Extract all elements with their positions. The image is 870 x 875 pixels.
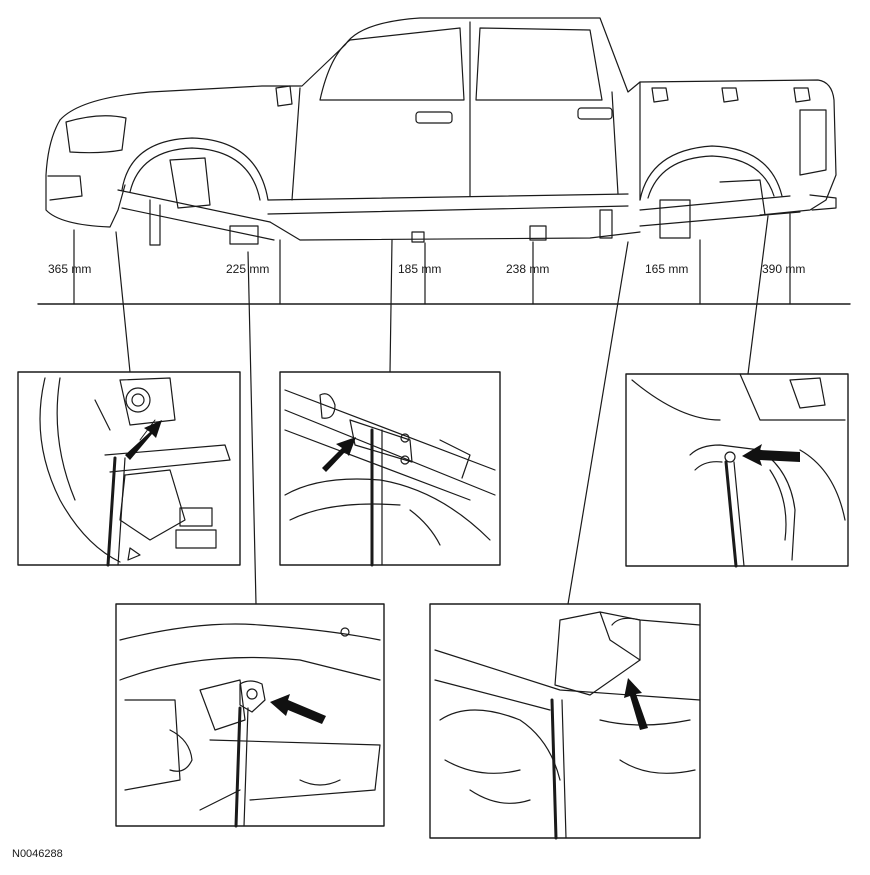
- arrow-icon: [742, 444, 800, 466]
- detail-inset-rear-lift-point: [625, 373, 849, 568]
- arrow-icon: [125, 420, 162, 460]
- detail-inset-front-frame-lift-point: [115, 603, 385, 828]
- dimension-lines: [37, 213, 851, 305]
- measurement-label-4: 238 mm: [506, 262, 550, 276]
- detail-inset-rocker-lift-point: [279, 371, 501, 567]
- arrow-icon: [624, 678, 648, 730]
- measurement-label-3: 185 mm: [398, 262, 442, 276]
- detail-inset-rear-frame-lift-point: [429, 603, 701, 840]
- measurement-label-1: 365 mm: [48, 262, 92, 276]
- measurement-label-2: 225 mm: [226, 262, 270, 276]
- detail-inset-front-lift-point: [17, 371, 241, 567]
- measurement-label-6: 390 mm: [762, 262, 806, 276]
- arrow-icon: [270, 694, 326, 724]
- leader-lines: [115, 215, 769, 605]
- figure-id: N0046288: [12, 848, 63, 860]
- truck-side-view: [45, 17, 837, 246]
- arrow-icon: [322, 437, 356, 472]
- measurement-label-5: 165 mm: [645, 262, 689, 276]
